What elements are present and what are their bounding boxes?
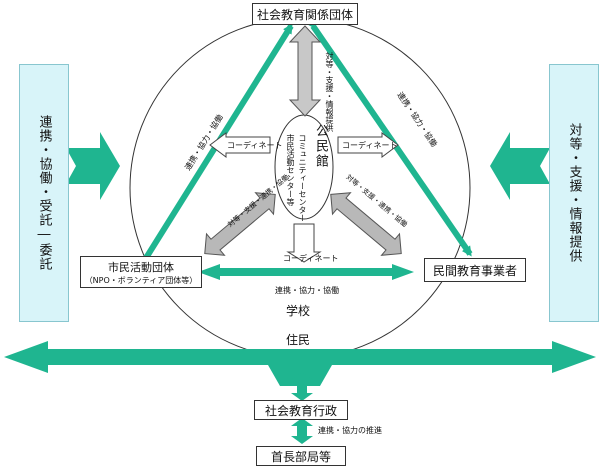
green-arrow-to-mayor [291,418,313,444]
label-top-center: 対等・支援・情報提供 [325,52,334,132]
kominkan-subtitle2: 市民活動センター等 [286,134,295,206]
label-coordinate-left: コーディネート [227,141,283,150]
label-coordinate-bottom: コーディネート [283,254,339,263]
private-education-box: 民間教育事業者 [424,258,526,282]
right-panel: 対等・支援・情報提供 [549,64,599,322]
gray-arrow-lower-right [330,192,402,256]
citizen-groups-sublabel: （NPO・ボランティア団体等） [84,275,198,285]
label-horizontal: 連携・協力・協働 [275,286,339,295]
bottom-bracket-arrow [4,341,596,386]
left-panel: 連携・協働・受託―委託 [19,64,69,322]
right-side-arrow [490,132,550,200]
coordinate-arrow-right [337,132,399,158]
left-panel-sep-3: ― [36,227,52,243]
left-panel-text: 連携・協働・受託―委託 [35,115,54,271]
right-panel-text: 対等・支援・情報提供 [566,123,582,263]
education-admin-label: 社会教育行政 [264,403,337,418]
label-coordinate-right: コーディネート [342,141,398,150]
private-education-label: 民間教育事業者 [432,263,517,278]
left-side-arrow [66,132,120,200]
mayor-office-box: 首長部局等 [256,446,346,466]
green-arrow-horizontal [198,264,414,280]
gray-arrow-top-vertical [288,25,322,117]
left-panel-item-3: 受託 [36,199,52,227]
left-panel-item-2: 協働 [36,157,52,185]
coordinate-arrow-down [286,223,322,263]
citizen-groups-box: 市民活動団体 （NPO・ボランティア団体等） [80,256,202,288]
left-panel-item-4: 委託 [36,243,52,271]
social-education-groups-label: 社会教育関係団体 [256,7,353,22]
left-panel-sep-2: ・ [36,185,52,199]
green-arrow-to-admin [291,372,313,401]
mayor-office-label: 首長部局等 [270,449,331,464]
label-bottom-arrow: 連携・協力の推進 [318,426,382,435]
citizen-groups-label: 市民活動団体 [108,260,174,274]
coordinate-arrow-left [209,132,271,158]
education-admin-box: 社会教育行政 [254,400,348,420]
left-panel-sep-1: ・ [36,143,52,157]
gray-arrow-lower-left [204,192,276,256]
label-residents: 住民 [286,333,311,347]
kominkan-subtitle: コミュニティーセンター [298,134,307,222]
kominkan-title: 公民館 [313,124,328,169]
label-school: 学校 [286,304,311,318]
left-panel-item-1: 連携 [36,115,52,143]
social-education-groups-box: 社会教育関係団体 [252,3,358,25]
